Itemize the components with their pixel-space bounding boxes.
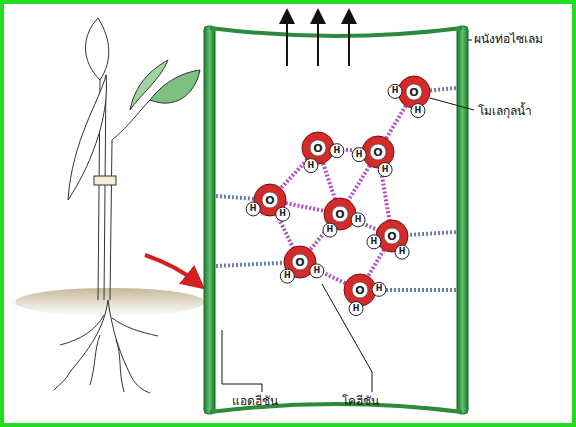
oxygen-symbol: O bbox=[265, 195, 274, 206]
oxygen-atom bbox=[302, 132, 334, 164]
hydrogen-symbol: H bbox=[399, 248, 406, 256]
hydrogen-atom bbox=[367, 235, 381, 249]
water-molecule bbox=[344, 274, 386, 316]
water-molecule bbox=[323, 198, 365, 237]
oxygen-core bbox=[332, 206, 348, 222]
hydrogen-symbol: H bbox=[371, 238, 378, 246]
hydrogen-atom bbox=[411, 104, 425, 118]
hydrogen-symbol: H bbox=[353, 305, 360, 313]
hydrogen-symbol: H bbox=[392, 87, 399, 95]
oxygen-symbol: O bbox=[387, 231, 396, 242]
hydrogen-symbol: H bbox=[279, 210, 286, 218]
hydrogen-symbol: H bbox=[356, 151, 363, 159]
hydrogen-symbol: H bbox=[250, 205, 257, 213]
hydrogen-atom bbox=[323, 223, 337, 237]
oxygen-symbol: O bbox=[373, 147, 382, 158]
oxygen-core bbox=[406, 84, 422, 100]
hydrogen-symbol: H bbox=[284, 272, 291, 280]
oxygen-symbol: O bbox=[335, 209, 344, 220]
oxygen-atom bbox=[362, 136, 394, 168]
xylem-tube bbox=[204, 26, 468, 414]
hydrogen-atom bbox=[304, 159, 318, 173]
oxygen-symbol: O bbox=[313, 143, 322, 154]
oxygen-atom bbox=[398, 76, 430, 108]
hydrogen-atom bbox=[280, 269, 294, 283]
oxygen-core bbox=[262, 192, 278, 208]
leader-lines bbox=[222, 40, 474, 392]
oxygen-core bbox=[310, 140, 326, 156]
oxygen-core bbox=[384, 228, 400, 244]
cohesion-label: โคฮีชัน bbox=[342, 394, 379, 408]
hydrogen-atom bbox=[349, 302, 363, 316]
hydrogen-atom bbox=[276, 207, 290, 221]
water-molecule bbox=[388, 76, 430, 118]
oxygen-atom bbox=[344, 274, 376, 306]
water-molecule bbox=[246, 184, 289, 221]
water-molecule bbox=[302, 132, 344, 173]
water-molecule bbox=[280, 246, 323, 283]
oxygen-core bbox=[352, 282, 368, 298]
flow-arrows bbox=[287, 16, 349, 66]
hydrogen-atom bbox=[352, 148, 366, 162]
hydrogen-atom bbox=[388, 84, 402, 98]
hydrogen-atom bbox=[395, 245, 409, 259]
water-molecule bbox=[367, 220, 409, 259]
hydrogen-atom bbox=[310, 264, 324, 278]
hydrogen-symbol: H bbox=[333, 147, 340, 155]
plant bbox=[15, 18, 205, 393]
hydrogen-symbol: H bbox=[376, 285, 383, 293]
oxygen-symbol: O bbox=[295, 257, 304, 268]
zoom-arrow bbox=[145, 255, 196, 282]
hydrogen-symbol: H bbox=[327, 226, 334, 234]
oxygen-core bbox=[370, 144, 386, 160]
oxygen-symbol: O bbox=[409, 87, 418, 98]
molecule-label: โมเลกุลน้ำ bbox=[478, 104, 532, 118]
hydrogen-atom bbox=[330, 144, 344, 158]
oxygen-core bbox=[292, 254, 308, 270]
hydrogen-atom bbox=[246, 202, 260, 216]
hydrogen-symbol: H bbox=[382, 166, 389, 174]
oxygen-symbol: O bbox=[355, 285, 364, 296]
hydrogen-atom bbox=[378, 163, 392, 177]
adhesion-label: แอดฮีชัน bbox=[232, 394, 278, 408]
hydrogen-atom bbox=[351, 213, 365, 227]
hydrogen-symbol: H bbox=[313, 267, 320, 275]
hydrogen-symbol: H bbox=[308, 162, 315, 170]
water-molecule bbox=[352, 136, 394, 177]
hydrogen-symbol: H bbox=[415, 107, 422, 115]
wall-label: ผนังท่อไซเลม bbox=[474, 32, 543, 46]
hydrogen-atom bbox=[372, 282, 386, 296]
hydrogen-symbol: H bbox=[355, 216, 362, 224]
